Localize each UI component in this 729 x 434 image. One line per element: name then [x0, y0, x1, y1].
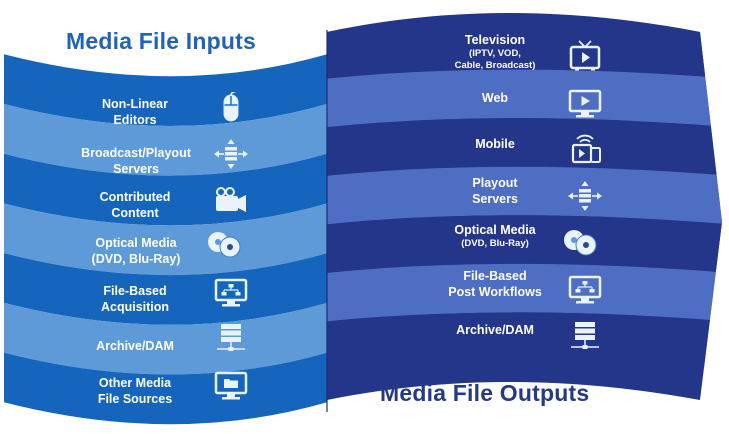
output-label-television: Television(IPTV, VOD,Cable, Broadcast) [454, 33, 536, 71]
inputs-panel [4, 54, 327, 425]
video-camera-icon [212, 186, 250, 218]
input-band [4, 203, 327, 276]
inputs-title: Media File Inputs [66, 28, 256, 54]
input-band [4, 153, 327, 226]
tv-icon [566, 40, 604, 72]
input-label-archive-dam: Archive/DAM [96, 339, 174, 353]
output-band [327, 312, 722, 370]
mobile-devices-icon [566, 132, 604, 164]
monitor-network-icon [212, 277, 250, 309]
output-band [327, 118, 722, 176]
output-label-web: Web [481, 91, 509, 105]
output-band [327, 21, 722, 79]
output-label-optical-media: Optical Media(DVD, Blu-Ray) [454, 223, 536, 249]
outputs-title: Media File Outputs [380, 380, 590, 406]
input-band [4, 54, 327, 126]
output-band [327, 263, 722, 322]
storage-server-icon [212, 322, 250, 354]
optical-discs-icon [206, 228, 244, 260]
output-band [327, 166, 722, 225]
optical-discs-icon [562, 226, 600, 258]
output-band [327, 215, 722, 273]
web-player-icon [566, 88, 604, 120]
storage-server-icon [566, 320, 604, 352]
outputs-panel [327, 13, 722, 400]
input-band [4, 352, 327, 425]
monitor-network-icon [566, 274, 604, 306]
input-band [4, 302, 327, 375]
input-band [4, 253, 327, 325]
input-band [4, 104, 327, 176]
server-arrows-icon [566, 180, 604, 212]
output-label-archive-dam: Archive/DAM [456, 323, 534, 337]
monitor-folder-icon [212, 370, 250, 402]
output-band [327, 69, 722, 128]
input-label-optical-media: Optical Media(DVD, Blu-Ray) [91, 236, 181, 266]
server-arrows-icon [212, 138, 250, 170]
output-label-mobile: Mobile [475, 137, 515, 151]
mouse-icon [212, 92, 250, 124]
